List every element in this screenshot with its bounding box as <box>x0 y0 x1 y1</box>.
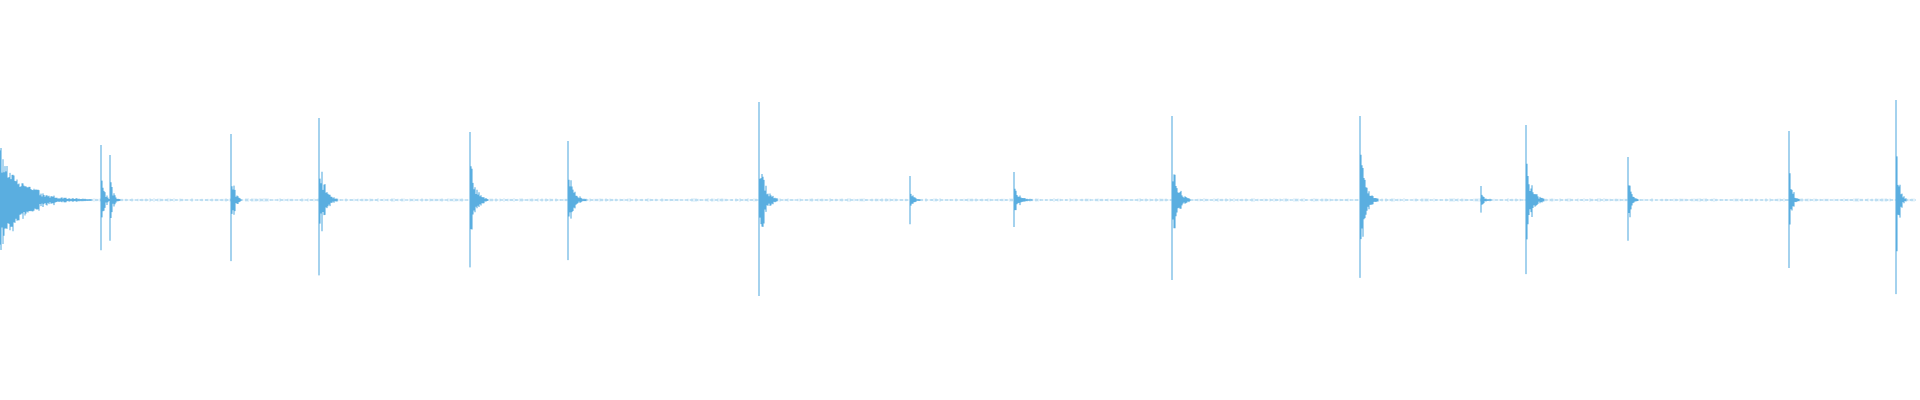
waveform-transient-14 <box>1525 125 1545 275</box>
waveform-baseline <box>0 198 1916 202</box>
waveform-transients <box>0 100 1907 296</box>
waveform-transient-6 <box>469 132 489 268</box>
waveform-transient-7 <box>567 141 587 261</box>
waveform-transient-15 <box>1627 157 1639 241</box>
waveform-transient-3 <box>109 155 121 241</box>
waveform-transient-16 <box>1788 131 1800 268</box>
waveform-transient-8 <box>758 102 778 296</box>
waveform-transient-9 <box>909 176 921 225</box>
waveform-transient-12 <box>1359 116 1379 278</box>
waveform-transient-11 <box>1171 116 1191 280</box>
waveform-transient-10 <box>1013 172 1033 227</box>
waveform-start-burst <box>0 150 40 250</box>
waveform-transient-17 <box>1895 100 1907 295</box>
waveform-transient-5 <box>318 118 338 276</box>
waveform-transient-13 <box>1480 186 1492 213</box>
waveform-transient-4 <box>230 134 242 262</box>
